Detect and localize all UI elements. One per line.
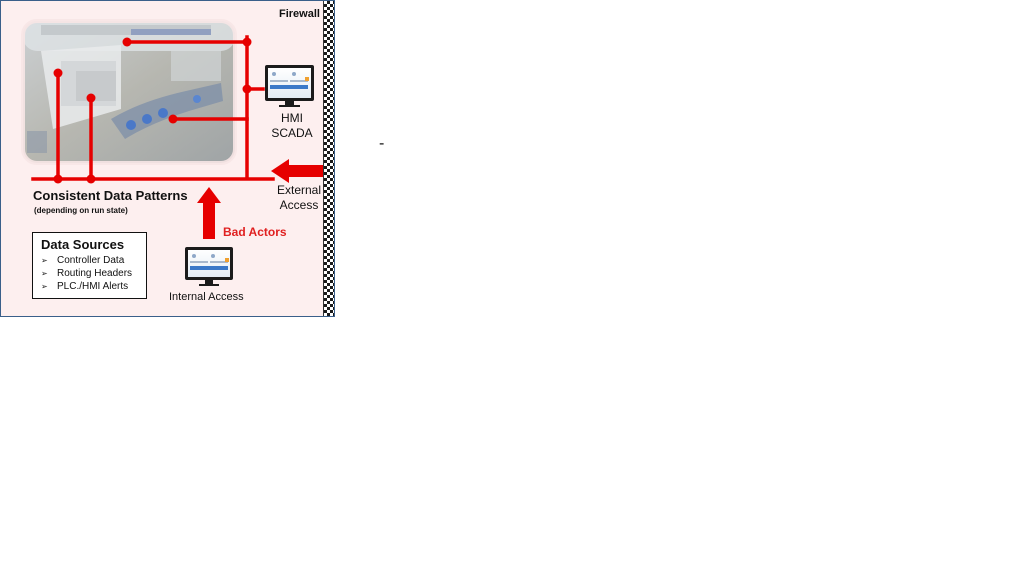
hmi-scada-label: HMI SCADA xyxy=(259,111,325,141)
data-source-label: Controller Data xyxy=(57,255,125,266)
data-sources-box: Data Sources ➢ Controller Data ➢ Routing H… xyxy=(32,232,147,299)
external-access-label: External Access xyxy=(271,183,327,213)
data-source-item: ➢ Routing Headers xyxy=(41,267,146,280)
stray-dash-text: - xyxy=(379,135,385,152)
network-nodes xyxy=(53,37,252,184)
data-source-label: PLC./HMI Alerts xyxy=(57,281,129,292)
network-diagram-graphic xyxy=(21,19,323,286)
bad-actors-label: Bad Actors xyxy=(223,225,287,239)
data-patterns-subtitle: (depending on run state) xyxy=(34,206,128,215)
data-source-item: ➢ Controller Data xyxy=(41,254,146,267)
hmi-label-line2: SCADA xyxy=(271,126,313,140)
data-source-item: ➢ PLC./HMI Alerts xyxy=(41,280,146,293)
firewall-label: Firewall xyxy=(279,8,320,20)
data-sources-title: Data Sources xyxy=(41,237,125,252)
arrow-bullet-icon: ➢ xyxy=(41,282,48,291)
internal-monitor-icon xyxy=(185,247,233,286)
internal-access-label: Internal Access xyxy=(169,291,244,303)
factory-floor-image xyxy=(21,19,237,165)
arrow-bullet-icon: ➢ xyxy=(41,269,48,278)
hmi-label-line1: HMI xyxy=(281,111,303,125)
firewall-barrier xyxy=(323,1,334,316)
data-patterns-title: Consistent Data Patterns xyxy=(33,188,188,203)
hmi-monitor-icon xyxy=(265,65,314,107)
data-source-label: Routing Headers xyxy=(57,268,133,279)
bad-actors-arrow xyxy=(197,187,221,239)
external-access-arrow xyxy=(271,159,323,183)
external-access-line2: Access xyxy=(279,198,319,212)
arrow-bullet-icon: ➢ xyxy=(41,256,48,265)
diagram-panel: Firewall HMI SCADA External Access Consi… xyxy=(0,0,335,317)
data-sources-list: ➢ Controller Data ➢ Routing Headers ➢ PLC./… xyxy=(41,254,146,293)
external-access-line1: External xyxy=(276,183,322,197)
network-lines xyxy=(31,35,275,181)
